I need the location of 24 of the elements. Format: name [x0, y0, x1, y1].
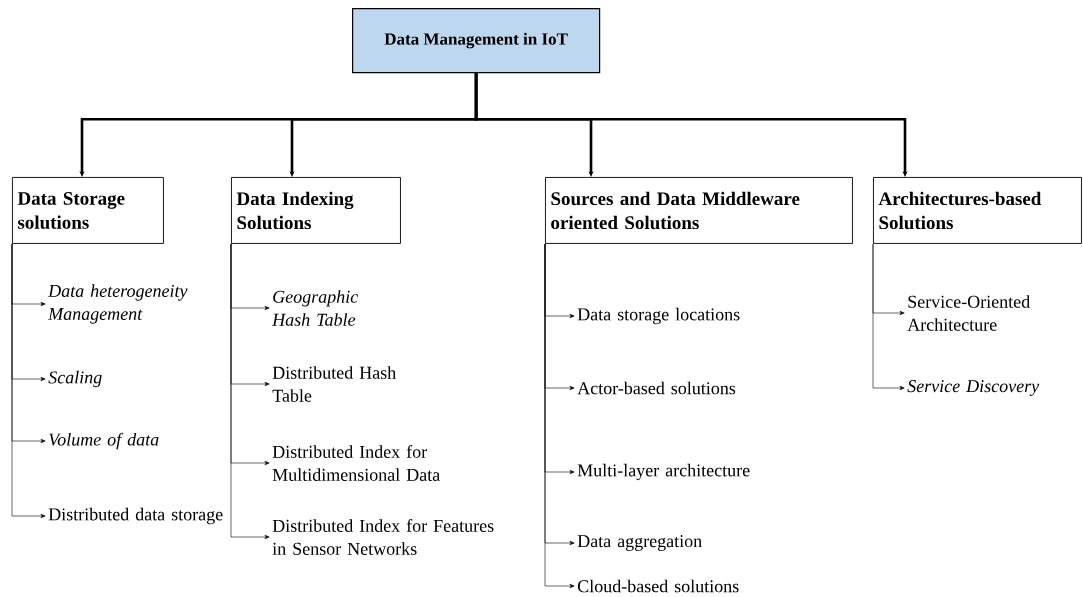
item-text: Geographic Hash Table	[272, 290, 358, 326]
item-text: Data storage locations	[577, 307, 740, 325]
category-box: Data Storage solutions	[12, 177, 164, 244]
item-text: Actor-based solutions	[577, 381, 736, 395]
item-text: Data aggregation	[577, 535, 702, 551]
item-text: Service-Oriented Architecture	[907, 295, 1030, 331]
item-text: Cloud-based solutions	[577, 579, 739, 593]
item-text: Scaling	[48, 370, 102, 388]
category-box: Data Indexing Solutions	[231, 177, 401, 244]
item-text: Distributed Index for Features in Sensor Networks	[272, 519, 494, 555]
item-text: Data heterogeneity Management	[48, 284, 188, 324]
item-text: Distributed Hash Table	[272, 366, 396, 402]
item-text: Distributed Index for Multidimensional Data	[272, 445, 440, 481]
arrow	[474, 73, 908, 177]
item-text: Multi-layer architecture	[577, 463, 750, 481]
root-box: Data Management in IoT	[352, 8, 601, 74]
category-box: Sources and Data Middleware oriented Solutions	[545, 177, 853, 244]
arrow	[872, 243, 905, 391]
arrow	[230, 243, 270, 540]
item-text: Service Discovery	[907, 380, 1040, 396]
category-box: Architectures-based Solutions	[873, 177, 1082, 244]
item-text: Distributed data storage	[48, 507, 223, 525]
item-text: Volume of data	[49, 432, 159, 450]
arrow	[11, 243, 46, 519]
